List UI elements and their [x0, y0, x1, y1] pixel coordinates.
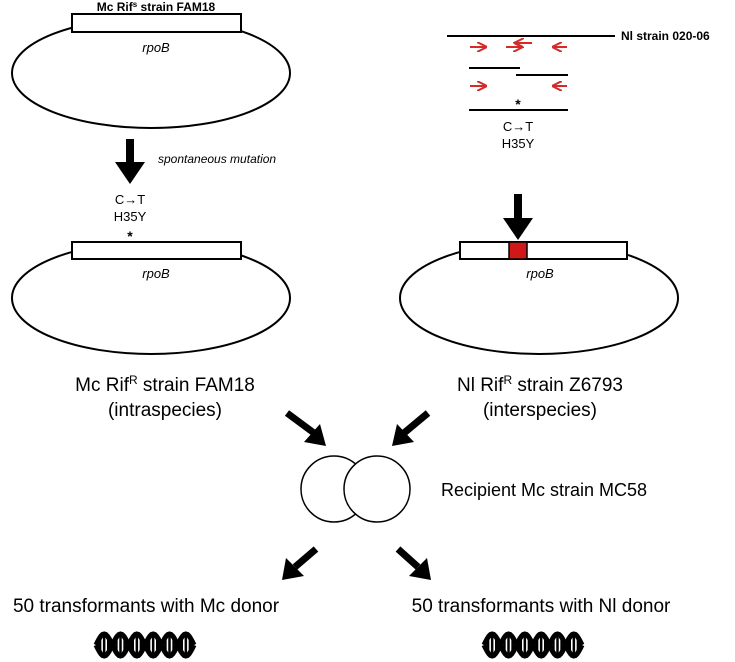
pcr-fragments	[469, 67, 568, 111]
recipient-dividing-cell	[300, 455, 411, 523]
left-mutation-line1: C→T	[115, 192, 145, 207]
right-strain-line1: Nl RifR strain Z6793	[457, 373, 623, 396]
left-top-strain-title: Mc Rifs strain FAM18	[97, 0, 216, 14]
left-bottom-rpob-gene	[71, 241, 242, 260]
left-strain-line1: Mc RifR strain FAM18	[75, 373, 255, 396]
primer-arrows	[470, 43, 567, 86]
left-top-rpob-gene	[71, 13, 242, 33]
right-mutation-line1: C→T	[503, 119, 533, 134]
outcome-left-label: 50 transformants with Mc donor	[13, 596, 280, 617]
left-mutation-line2: H35Y	[114, 209, 147, 224]
right-mutation-star: *	[515, 96, 521, 112]
converge-arrow-left	[284, 410, 326, 446]
right-mutation-line2: H35Y	[502, 136, 535, 151]
left-mutation-star: *	[127, 228, 133, 244]
dna-double-helix-icon	[481, 631, 585, 659]
right-bottom-gene-label: rpoB	[526, 266, 554, 281]
left-strain-line2: (intraspecies)	[108, 400, 222, 421]
nl-insert-block	[508, 241, 528, 260]
right-down-arrow	[503, 194, 533, 240]
nl-strain-label: Nl strain 020-06	[621, 29, 710, 43]
left-top-gene-label: rpoB	[142, 40, 170, 55]
diverge-arrow-left	[282, 546, 319, 580]
left-top-chromosome	[11, 17, 291, 129]
spontaneous-mutation-caption: spontaneous mutation	[158, 152, 276, 166]
left-down-arrow	[115, 139, 145, 184]
outcome-right-label: 50 transformants with Nl donor	[412, 596, 671, 617]
recipient-label: Recipient Mc strain MC58	[441, 480, 647, 500]
dna-double-helix-icon	[93, 631, 197, 659]
converge-arrow-right	[392, 410, 431, 446]
diverge-arrow-right	[395, 546, 431, 580]
right-bottom-rpob-gene	[459, 241, 628, 260]
left-bottom-gene-label: rpoB	[142, 266, 170, 281]
right-strain-line2: (interspecies)	[483, 400, 597, 421]
